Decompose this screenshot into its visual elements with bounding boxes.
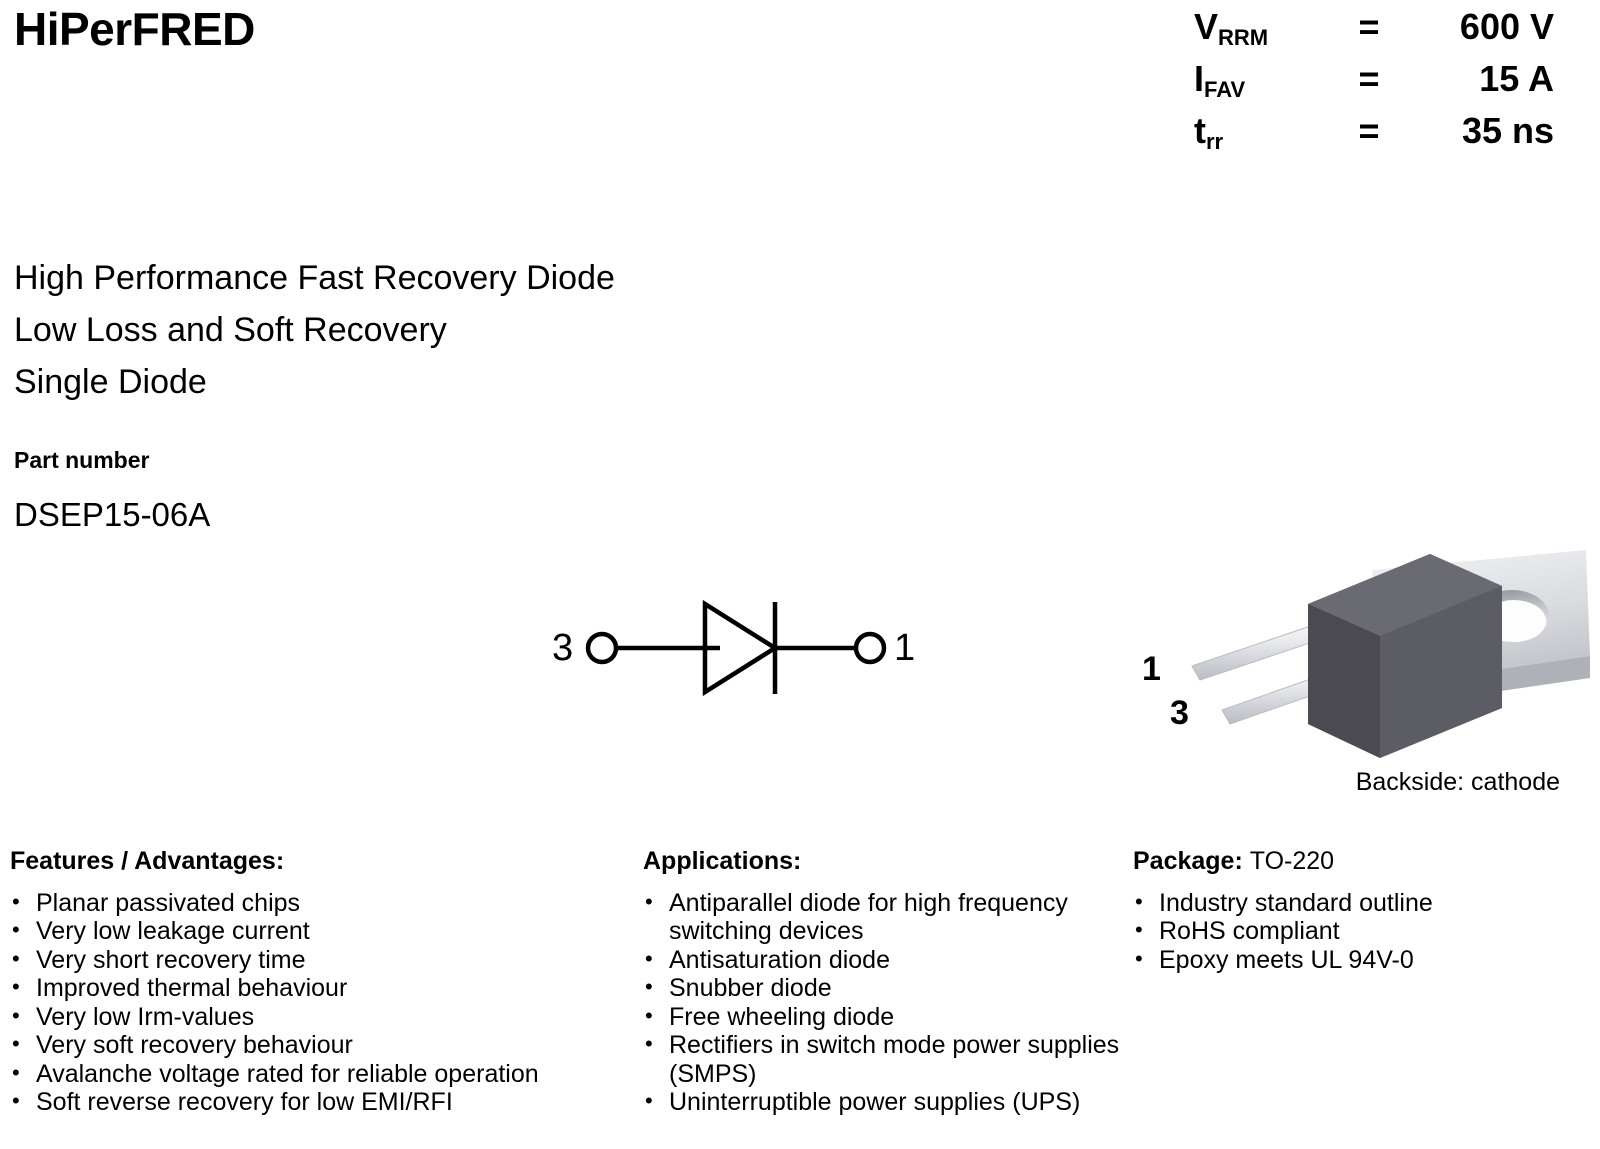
spec-symbol: trr [1194, 110, 1324, 154]
package-caption: Backside: cathode [1355, 768, 1560, 796]
features-list: Planar passivated chips Very low leakage… [10, 888, 630, 1117]
spec-value: 35 ns [1461, 110, 1554, 151]
spec-symbol-subscript: FAV [1204, 77, 1246, 102]
list-item: Soft reverse recovery for low EMI/RFI [10, 1087, 630, 1117]
schematic-anode-triangle [702, 599, 780, 697]
package-illustration-to220: 1 3 [1142, 550, 1590, 758]
applications-heading: Applications: [643, 847, 802, 875]
list-item: Snubber diode [643, 973, 1123, 1003]
description-line-3: Single Diode [14, 363, 207, 401]
spec-value: 600 V [1459, 6, 1554, 47]
part-number-value: DSEP15-06A [14, 496, 211, 533]
brand-title: HiPerFRED [14, 3, 255, 55]
description-line-1: High Performance Fast Recovery Diode [14, 259, 615, 297]
package-epoxy-body [1308, 554, 1502, 758]
applications-list: Antiparallel diode for high frequency sw… [643, 888, 1123, 1117]
schematic-terminal-3 [585, 631, 619, 665]
list-item: Avalanche voltage rated for reliable ope… [10, 1059, 630, 1089]
spec-symbol-base: t [1194, 110, 1206, 151]
list-item: Very soft recovery behaviour [10, 1030, 630, 1060]
spec-symbol-subscript: RRM [1218, 25, 1269, 50]
spec-row: IFAV = 15 A [1194, 58, 1554, 110]
features-column: Features / Advantages: Planar passivated… [10, 847, 630, 1117]
spec-symbol: IFAV [1194, 58, 1324, 102]
part-number-label: Part number [14, 447, 150, 473]
schematic-pin-3-label: 3 [552, 627, 573, 669]
list-item: RoHS compliant [1133, 916, 1593, 946]
product-description: High Performance Fast Recovery Diode Low… [14, 252, 615, 408]
package-heading: Package: TO-220 [1133, 847, 1593, 876]
features-heading: Features / Advantages: [10, 847, 285, 875]
package-lead-label-1: 1 [1142, 650, 1161, 688]
list-item: Free wheeling diode [643, 1002, 1123, 1032]
specification-table: VRRM = 600 V IFAV = 15 A trr = 35 ns [1194, 6, 1554, 162]
spec-value: 15 A [1479, 58, 1554, 99]
schematic-terminal-1 [853, 631, 887, 665]
list-item: Very short recovery time [10, 945, 630, 975]
package-list: Industry standard outline RoHS compliant… [1133, 888, 1593, 975]
spec-row: trr = 35 ns [1194, 110, 1554, 162]
list-item: Improved thermal behaviour [10, 973, 630, 1003]
list-item: Planar passivated chips [10, 888, 630, 918]
applications-column: Applications: Antiparallel diode for hig… [643, 847, 1123, 1117]
spec-symbol-base: V [1194, 6, 1219, 47]
package-body-top-face [1308, 554, 1502, 636]
list-item: Antiparallel diode for high frequency sw… [643, 888, 1123, 946]
list-item: Very low leakage current [10, 916, 630, 946]
package-body-left-face [1308, 604, 1380, 758]
description-line-2: Low Loss and Soft Recovery [14, 311, 447, 349]
spec-equals: = [1358, 6, 1380, 47]
list-item: Epoxy meets UL 94V-0 [1133, 945, 1593, 975]
spec-symbol-subscript: rr [1206, 129, 1224, 154]
list-item: Rectifiers in switch mode power supplies… [643, 1030, 1123, 1088]
package-heading-label: Package: [1133, 847, 1243, 875]
package-lead-label-3: 3 [1170, 694, 1189, 732]
package-heading-value: TO-220 [1249, 847, 1335, 875]
spec-row: VRRM = 600 V [1194, 6, 1554, 58]
package-body-right-face [1380, 586, 1502, 758]
spec-symbol-base: I [1194, 58, 1205, 99]
list-item: Antisaturation diode [643, 945, 1123, 975]
spec-symbol: VRRM [1194, 6, 1324, 50]
spec-equals: = [1358, 58, 1380, 99]
package-column: Package: TO-220 Industry standard outlin… [1133, 847, 1593, 975]
list-item: Uninterruptible power supplies (UPS) [643, 1087, 1123, 1117]
diode-schematic-symbol: 3 1 [552, 599, 915, 697]
schematic-pin-1-label: 1 [894, 627, 915, 669]
spec-equals: = [1358, 110, 1380, 151]
list-item: Industry standard outline [1133, 888, 1593, 918]
list-item: Very low Irm-values [10, 1002, 630, 1032]
